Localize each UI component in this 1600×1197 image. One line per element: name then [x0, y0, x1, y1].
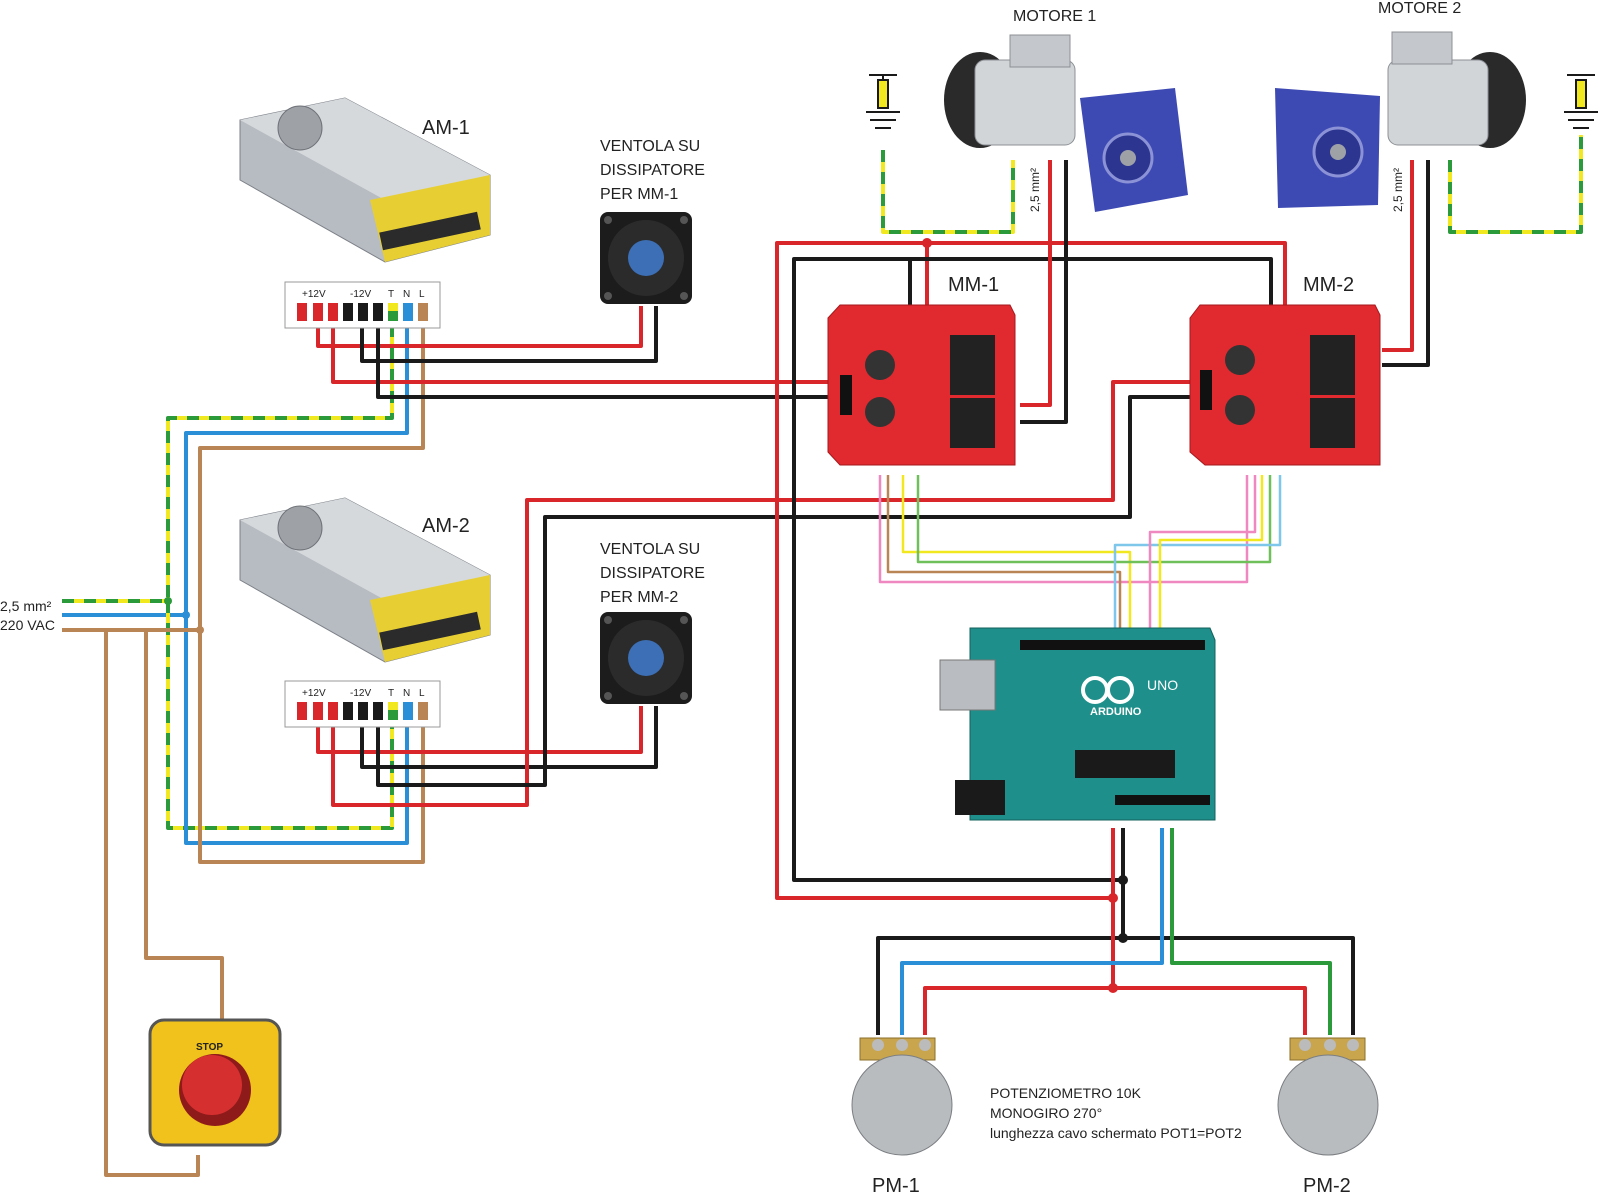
- power-supply-am1: [239, 97, 491, 263]
- terminal-block-am1: +12V -12V T N L: [284, 281, 441, 329]
- pm1-label: PM-1: [872, 1175, 920, 1197]
- motor2-cable-size: 2,5 mm²: [1391, 168, 1405, 212]
- tb2-t: T: [388, 688, 394, 699]
- live-to-am2: [198, 630, 425, 864]
- fan2-label-2: DISSIPATORE: [600, 565, 705, 582]
- motor-2: [1275, 31, 1526, 208]
- pm2-label: PM-2: [1303, 1175, 1351, 1197]
- live-to-stop: [144, 628, 224, 1020]
- am2-label: AM-2: [422, 515, 470, 537]
- tb2-l: L: [419, 688, 425, 699]
- earth-symbol-2: [1564, 74, 1598, 129]
- live-return-stop: [104, 630, 200, 1177]
- wires: [62, 135, 1583, 1177]
- fan2-label-1: VENTOLA SU: [600, 541, 700, 558]
- mm2-label: MM-2: [1303, 274, 1354, 296]
- pot2-signal: [1170, 828, 1332, 1035]
- tb2-plus12: +12V: [302, 688, 326, 699]
- am1-label: AM-1: [422, 117, 470, 139]
- fan1-label-2: DISSIPATORE: [600, 162, 705, 179]
- gnd-bus: [908, 257, 1273, 305]
- vcc-bus: [925, 241, 1287, 305]
- arduino-board: [939, 627, 1216, 821]
- potentiometer-pm1: [851, 1037, 953, 1156]
- stop-button: [148, 1018, 282, 1147]
- am1-mm1-neg: [376, 303, 828, 399]
- am1-mm1-pos: [331, 303, 828, 384]
- motor-1: [944, 34, 1188, 212]
- mains-cable-size: 2,5 mm²: [0, 598, 52, 614]
- motor2-lead-black: [1382, 160, 1430, 367]
- am2-mm2-pos: [331, 380, 1190, 807]
- pot-note-2: MONOGIRO 270°: [990, 1105, 1102, 1121]
- motor1-cable-size: 2,5 mm²: [1028, 168, 1042, 212]
- tb1-l: L: [419, 289, 425, 300]
- am1-fan1-neg: [360, 303, 658, 363]
- motor-driver-mm2: [1189, 304, 1381, 466]
- tb1-n: N: [403, 289, 410, 300]
- am2-mm2-neg: [376, 395, 1190, 787]
- pot-gnd: [876, 828, 1125, 1035]
- power-supply-am2: [239, 497, 491, 663]
- tb1-t: T: [388, 289, 394, 300]
- motor2-lead-red: [1382, 160, 1414, 352]
- neutral-to-am2: [184, 615, 409, 845]
- mm1-label: MM-1: [948, 274, 999, 296]
- motor1-lead-black: [1020, 160, 1068, 424]
- fan-mm2: [600, 612, 692, 704]
- potentiometer-pm2: [1277, 1037, 1379, 1156]
- tb2-minus12: -12V: [350, 688, 371, 699]
- tb2-n: N: [403, 688, 410, 699]
- terminal-block-am2: +12V -12V T N L: [284, 680, 441, 728]
- motor2-earth: [1448, 135, 1583, 234]
- pot-vcc: [923, 828, 1115, 1035]
- arduino-model: UNO: [1147, 677, 1178, 693]
- motor1-label: MOTORE 1: [1013, 8, 1096, 25]
- arduino-brand: ARDUINO: [1090, 706, 1142, 718]
- motor1-earth: [881, 150, 1015, 234]
- pot-note-1: POTENZIOMETRO 10K: [990, 1085, 1142, 1101]
- am2-fan2-neg: [360, 702, 658, 769]
- earth-symbol-1: [866, 74, 900, 129]
- pot1-signal: [900, 828, 1164, 1035]
- fan2-label-3: PER MM-2: [600, 589, 678, 606]
- mains-earth-wire: [62, 303, 394, 603]
- motor2-label: MOTORE 2: [1378, 0, 1461, 17]
- mains-neutral-wire: [62, 303, 409, 617]
- mains-voltage: 220 VAC: [0, 617, 55, 633]
- motor-driver-mm1: [827, 304, 1016, 466]
- fan-mm1: [600, 212, 692, 304]
- fan1-label-3: PER MM-1: [600, 186, 678, 203]
- fan1-label-1: VENTOLA SU: [600, 138, 700, 155]
- tb1-minus12: -12V: [350, 289, 371, 300]
- motor1-lead-red: [1020, 160, 1052, 407]
- tb1-plus12: +12V: [302, 289, 326, 300]
- stop-label: STOP: [196, 1042, 223, 1053]
- pot-note-3: lunghezza cavo schermato POT1=POT2: [990, 1125, 1242, 1141]
